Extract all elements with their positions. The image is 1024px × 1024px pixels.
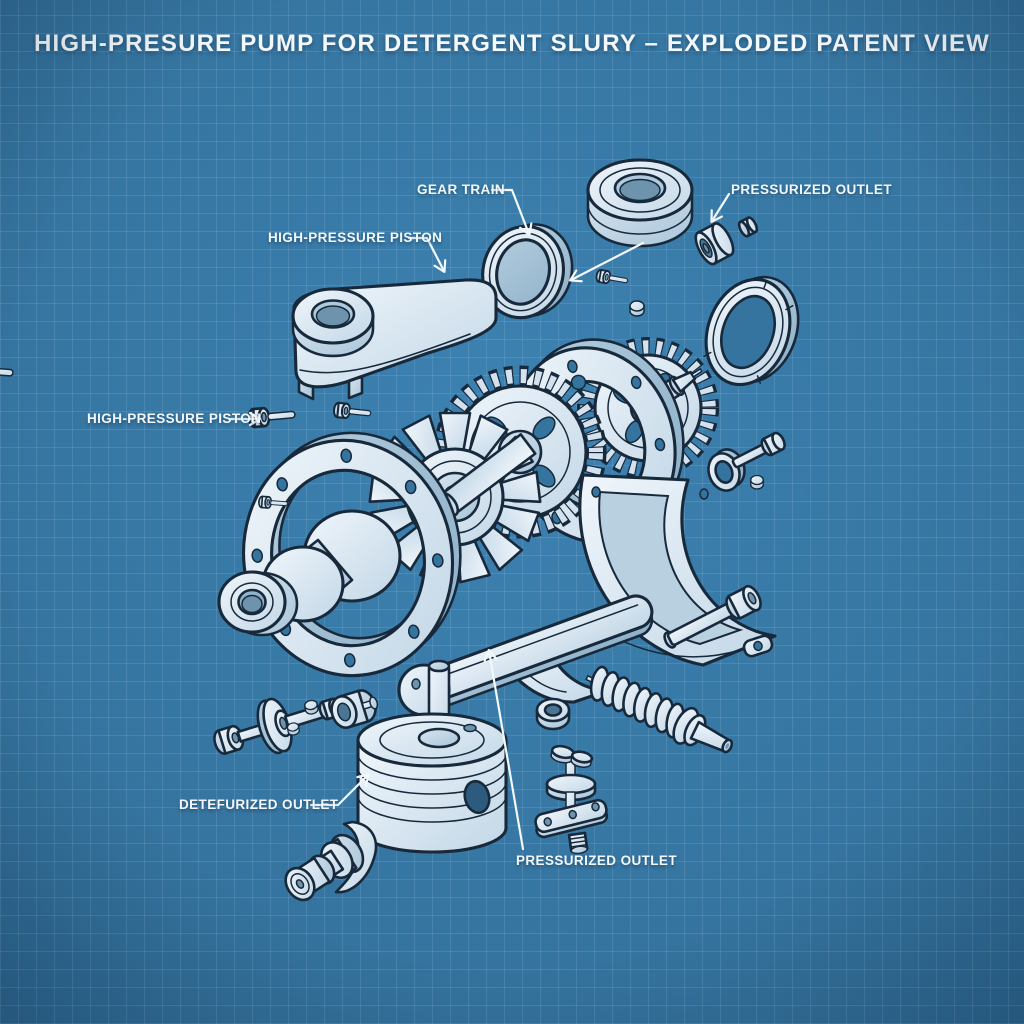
poppet-valve-assembly bbox=[534, 744, 609, 855]
hub-pulley-stack bbox=[217, 509, 402, 637]
label-pressurized-outlet-top: PRESSURIZED OUTLET bbox=[731, 182, 892, 197]
hex-bolt-long bbox=[663, 584, 762, 649]
ring-nut bbox=[535, 697, 571, 731]
outlet-fitting bbox=[284, 820, 378, 902]
valve-spring-plunger bbox=[585, 664, 734, 754]
label-detefurized-outlet: DETEFURIZED OUTLET bbox=[179, 797, 339, 812]
page-title: HIGH-PRESURE PUMP FOR DETERGENT SLURY – … bbox=[33, 30, 991, 57]
idler-shaft-wheel bbox=[213, 697, 342, 755]
leader-pressurized-outlet-bottom bbox=[483, 648, 525, 851]
motor-housing-cover bbox=[291, 278, 498, 401]
torus-bearing bbox=[586, 158, 694, 248]
label-pressurized-outlet-bottom: PRESSURIZED OUTLET bbox=[516, 853, 677, 868]
piston-cylinder bbox=[356, 659, 508, 854]
leader-high-pressure-piston-top bbox=[407, 236, 447, 273]
shaft-bearing-bolt bbox=[707, 431, 786, 492]
label-high-pressure-piston-top: HIGH-PRESSURE PISTON bbox=[268, 230, 443, 245]
leader-gear-train bbox=[490, 188, 533, 237]
label-high-pressure-piston-left: HIGH-PRESSURE PISTON bbox=[87, 411, 262, 426]
gear-train-ring-bearing bbox=[481, 223, 574, 320]
leader-torus-bearing bbox=[569, 241, 645, 283]
seal-ring bbox=[703, 275, 800, 387]
leader-detefurized-outlet bbox=[309, 773, 370, 807]
leader-pressurized-outlet-top bbox=[710, 192, 731, 223]
outlet-bearing bbox=[694, 216, 759, 266]
label-gear-train: GEAR TRAIN bbox=[417, 182, 505, 197]
roller-bearing bbox=[330, 689, 379, 729]
leader-lines bbox=[228, 188, 731, 851]
